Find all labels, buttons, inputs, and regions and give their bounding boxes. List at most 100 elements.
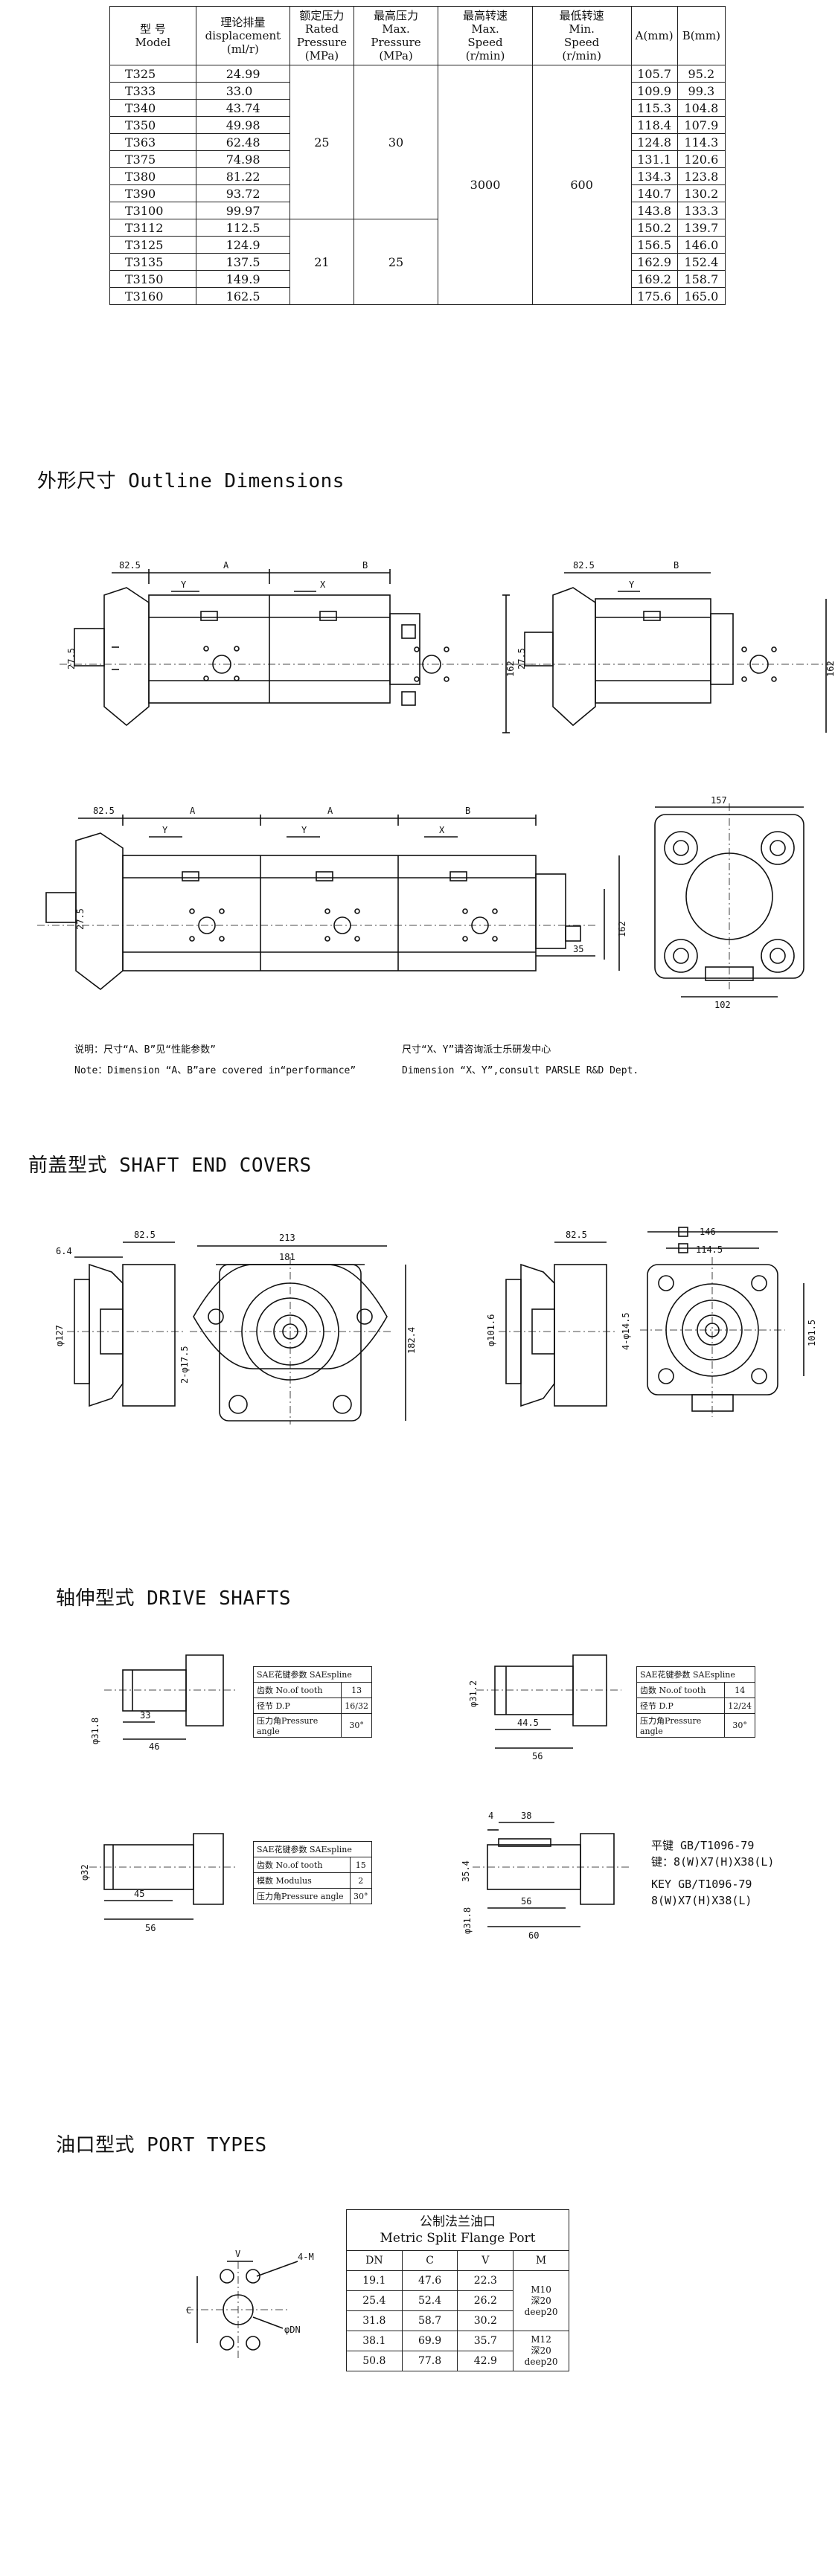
- spec-displacement: 49.98: [195, 116, 291, 134]
- spec-max-pressure-2: 25: [353, 219, 439, 305]
- port-label-dn: φDN: [284, 2325, 301, 2335]
- spec-header-5-line-0: 最低转速: [559, 9, 604, 22]
- dim-shaft-phi-31-8-b: φ31.8: [462, 1907, 473, 1934]
- spec-header-7: B(mm): [676, 6, 726, 65]
- dim-shaft-33: 33: [140, 1710, 150, 1721]
- spline-param: 径节 D.P: [636, 1697, 726, 1714]
- dim-101-5: 101.5: [807, 1320, 817, 1346]
- dim-82-5-cover-b: 82.5: [566, 1230, 587, 1240]
- dim-shaft-4: 4: [488, 1811, 493, 1821]
- dim-y-single: Y: [629, 579, 635, 590]
- dim-phi-127: φ127: [54, 1325, 65, 1346]
- spec-b: 114.3: [676, 133, 726, 151]
- spec-model: T333: [109, 82, 196, 100]
- dim-35: 35: [573, 944, 583, 954]
- spline-value: 12/24: [724, 1697, 755, 1714]
- dim-shaft-45: 45: [134, 1889, 144, 1899]
- port-thread-line-1: 深20: [531, 2295, 551, 2306]
- spec-model: T363: [109, 133, 196, 151]
- spec-header-0-line-0: 型 号: [139, 22, 166, 36]
- port-thread-line-0: M12: [531, 2334, 551, 2345]
- spec-header-2-line-0: 额定压力: [299, 9, 345, 22]
- spec-header-3-line-2: Pressure: [371, 36, 421, 49]
- dim-162-triple: 162: [617, 921, 627, 937]
- dim-shaft-phi-31-2: φ31.2: [468, 1680, 479, 1707]
- spec-rated-pressure-1: 25: [289, 65, 354, 219]
- dim-162: 162: [505, 661, 516, 677]
- spline-param: 齿数 No.of tooth: [636, 1682, 726, 1698]
- note-right-cn: 尺寸“X、Y”请咨询派士乐研发中心: [402, 1044, 551, 1056]
- port-cell-c: 52.4: [401, 2290, 458, 2311]
- section-title-shafts: 轴伸型式 DRIVE SHAFTS: [56, 1587, 291, 1610]
- spline-title: SAE花键参数 SAEspline: [253, 1841, 372, 1857]
- dim-82-5-cover-a: 82.5: [134, 1230, 156, 1240]
- dim-shaft-phi-32: φ32: [80, 1864, 90, 1880]
- spec-header-6: A(mm): [630, 6, 678, 65]
- port-cell-c: 69.9: [401, 2331, 458, 2351]
- spec-displacement: 93.72: [195, 184, 291, 202]
- dim-y-1: Y: [162, 825, 168, 835]
- spec-header-2-line-1: Rated: [304, 22, 339, 36]
- spec-header-5-line-2: Speed: [564, 36, 600, 49]
- dim-shaft-phi-31-8: φ31.8: [90, 1718, 100, 1744]
- spec-model: T3160: [109, 287, 196, 305]
- spec-displacement: 62.48: [195, 133, 291, 151]
- spec-b: 158.7: [676, 270, 726, 288]
- spec-b: 130.2: [676, 184, 726, 202]
- spec-rated-pressure-2: 21: [289, 219, 354, 305]
- spec-header-3-line-0: 最高压力: [374, 9, 419, 22]
- dim-a-1: A: [190, 806, 196, 816]
- port-cell-v: 30.2: [457, 2310, 514, 2331]
- spec-header-0-line-1: Model: [135, 36, 171, 49]
- port-cell-dn: 19.1: [346, 2270, 403, 2291]
- key-note: 平键 GB/T1096-79 键：8(W)X7(H)X38(L) KEY GB/…: [651, 1837, 774, 1909]
- spec-header-6-line-0: A(mm): [635, 29, 674, 42]
- key-note-line3: KEY GB/T1096-79: [651, 1878, 752, 1891]
- spec-a: 124.8: [630, 133, 678, 151]
- port-thread-line-2: deep20: [524, 2306, 558, 2317]
- dim-181: 181: [279, 1252, 295, 1262]
- spec-header-1-line-0: 理论排量: [220, 16, 266, 29]
- port-header-dn: DN: [346, 2250, 403, 2271]
- spec-a: 143.8: [630, 202, 678, 219]
- port-cell-v: 26.2: [457, 2290, 514, 2311]
- spec-model: T390: [109, 184, 196, 202]
- spec-header-7-line-0: B(mm): [682, 29, 720, 42]
- dim-82-5-c: 82.5: [93, 806, 115, 816]
- spline-param: 压力角Pressure angle: [252, 1713, 342, 1738]
- spline-param: 齿数 No.of tooth: [253, 1857, 351, 1873]
- spec-header-5-line-1: Min.: [569, 22, 595, 36]
- spline-value: 30°: [341, 1713, 372, 1738]
- spec-b: 104.8: [676, 99, 726, 117]
- dim-shaft-38: 38: [521, 1811, 531, 1821]
- spec-header-3-line-3: (MPa): [379, 49, 413, 62]
- spec-model: T350: [109, 116, 196, 134]
- key-note-line4: 8(W)X7(H)X38(L): [651, 1894, 752, 1907]
- spec-displacement: 99.97: [195, 202, 291, 219]
- spec-a: 162.9: [630, 253, 678, 271]
- port-label-4m: 4-M: [298, 2252, 314, 2262]
- dim-x: X: [320, 579, 326, 590]
- dim-213: 213: [279, 1233, 295, 1243]
- spec-header-2-line-2: Pressure: [296, 36, 348, 49]
- section-title-covers: 前盖型式 SHAFT END COVERS: [28, 1154, 312, 1177]
